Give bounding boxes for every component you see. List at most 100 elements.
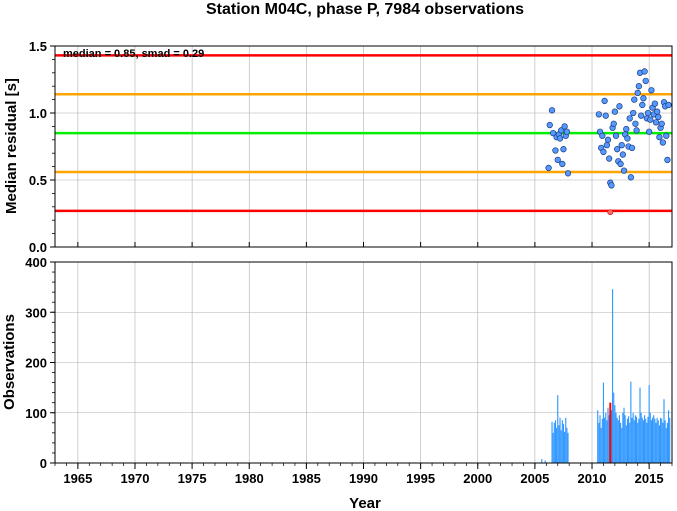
residual-point — [640, 95, 647, 102]
top-y-tick-label: 0.0 — [29, 240, 47, 255]
residual-point — [655, 113, 662, 121]
x-tick-label: 1985 — [292, 471, 321, 486]
observation-bar — [644, 415, 646, 463]
residual-point — [623, 125, 630, 133]
bottom-y-tick-label: 100 — [25, 406, 47, 421]
x-tick-label: 1990 — [349, 471, 378, 486]
observation-bar — [629, 422, 631, 463]
residual-point — [554, 156, 561, 164]
observation-bar — [612, 289, 614, 463]
residual-point — [628, 144, 636, 151]
residual-point — [635, 83, 643, 90]
observation-bar — [628, 416, 630, 463]
observation-bar — [632, 412, 634, 463]
observation-bar — [614, 405, 616, 463]
observation-bar — [636, 416, 638, 463]
x-tick-label: 2015 — [635, 471, 664, 486]
observation-bar — [622, 412, 624, 463]
observation-bar — [562, 423, 565, 463]
observation-bar — [559, 417, 561, 463]
observation-bar — [648, 385, 650, 463]
observation-bar — [558, 425, 560, 463]
observation-bar — [649, 412, 651, 463]
observation-bar — [610, 410, 613, 463]
x-tick-label: 1995 — [406, 471, 435, 486]
observation-bar — [600, 427, 602, 463]
bottom-y-axis-title: Observations — [1, 314, 18, 410]
observation-bar — [631, 417, 633, 463]
residual-point — [632, 120, 639, 127]
observation-bar — [625, 425, 627, 463]
residual-point — [599, 132, 606, 139]
observation-bar — [561, 420, 563, 463]
residual-point — [564, 170, 572, 177]
highlight-bar — [609, 402, 612, 463]
residual-point — [664, 156, 671, 164]
residual-point — [627, 174, 635, 181]
residual-point — [611, 108, 619, 115]
x-tick-label: 2005 — [520, 471, 549, 486]
residual-point — [639, 101, 646, 109]
observation-bar — [664, 420, 666, 463]
observation-bar — [638, 418, 640, 463]
top-x-ticks — [77, 242, 650, 247]
observation-bar — [660, 417, 662, 463]
observation-bar — [662, 422, 664, 463]
observation-bar — [654, 418, 656, 463]
residual-point — [659, 139, 667, 146]
residual-point — [633, 127, 640, 134]
observation-bar — [618, 415, 621, 463]
residual-point — [638, 112, 645, 119]
observation-bar — [553, 422, 555, 463]
residual-point — [608, 182, 615, 189]
residual-point — [560, 146, 567, 153]
x-tick-label: 2000 — [463, 471, 492, 486]
top-y-tick-label: 1.0 — [29, 106, 47, 121]
observation-bar — [556, 427, 558, 463]
observation-bar — [605, 412, 607, 463]
observation-bar — [565, 417, 567, 463]
observation-bar — [620, 422, 622, 463]
residual-point — [630, 109, 637, 117]
observation-bar — [621, 427, 623, 463]
residual-point — [647, 116, 654, 123]
observation-bar — [668, 410, 670, 463]
observation-bar — [557, 395, 559, 463]
residual-point — [563, 128, 571, 135]
chart-title: Station M04C, phase P, 7984 observations — [206, 1, 524, 18]
observation-bar — [608, 415, 610, 463]
residual-point — [552, 147, 559, 154]
observation-bar — [639, 387, 641, 463]
residual-point — [653, 108, 661, 115]
observation-bar — [655, 422, 657, 463]
observation-bar — [647, 416, 649, 463]
residual-point — [559, 160, 566, 168]
x-tick-label: 1970 — [121, 471, 150, 486]
observation-bar — [658, 425, 661, 463]
observation-bar — [541, 458, 543, 463]
residual-point — [606, 155, 613, 162]
observation-bar — [560, 430, 562, 463]
residual-point — [618, 142, 625, 149]
observation-bar — [637, 422, 639, 463]
residual-point — [545, 164, 552, 172]
observation-bar — [613, 392, 615, 463]
residual-point — [656, 133, 663, 141]
observation-bar — [669, 417, 671, 463]
residual-point — [665, 101, 672, 109]
observation-bar — [601, 418, 603, 463]
residual-point — [548, 107, 556, 114]
residual-point — [610, 120, 617, 127]
observation-bar — [640, 412, 642, 463]
residual-point — [620, 167, 628, 174]
residual-point — [558, 127, 565, 134]
residual-point — [616, 103, 623, 110]
observation-bar — [626, 418, 629, 463]
bottom-y-tick-label: 200 — [25, 356, 47, 371]
observation-bar — [615, 412, 617, 463]
residual-point — [641, 68, 648, 75]
x-tick-label: 2010 — [578, 471, 607, 486]
residual-point — [644, 109, 652, 117]
observation-bar — [597, 410, 599, 463]
